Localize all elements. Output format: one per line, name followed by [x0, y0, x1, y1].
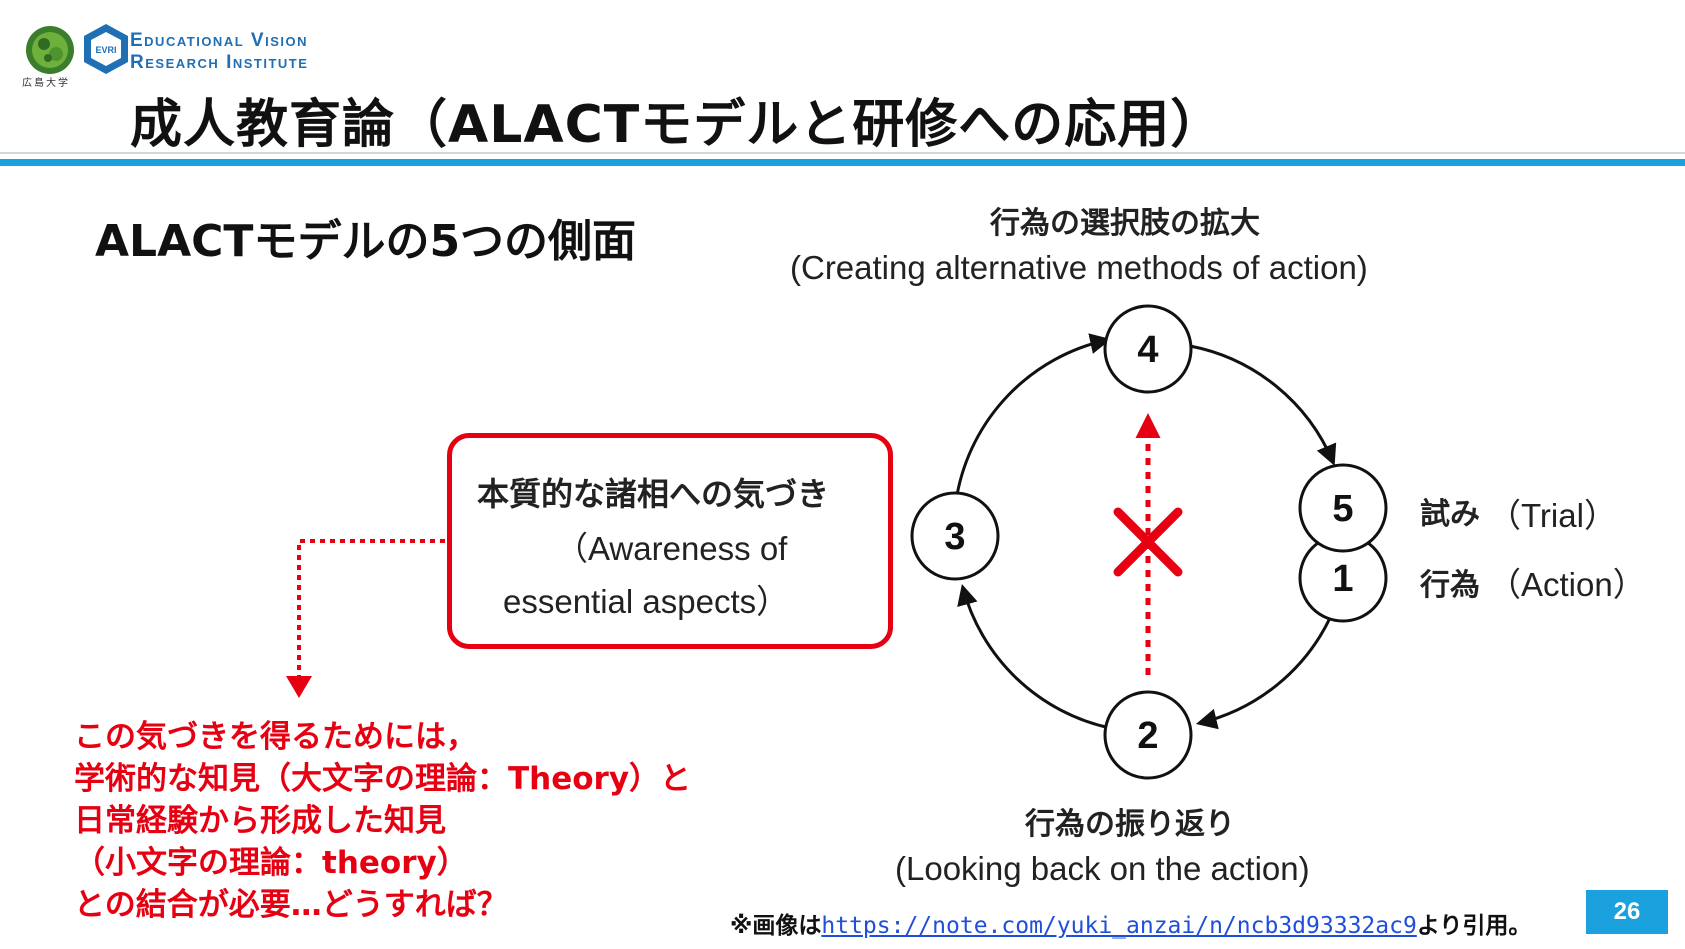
citation-suffix: より引用。: [1416, 913, 1532, 939]
node-5-number: 5: [1332, 488, 1353, 530]
node-3: 3: [910, 491, 1000, 581]
node-4-number: 4: [1137, 329, 1158, 371]
awareness-label-en-line2: essential aspects）: [503, 583, 790, 620]
awareness-box: [447, 433, 893, 649]
institute-name: Educational Vision Research Institute: [130, 30, 308, 74]
note-line-1: この気づきを得るためには，: [74, 719, 477, 755]
arc-3-to-4: [955, 333, 1112, 496]
node-4-label-en: (Creating alternative methods of action): [790, 249, 1368, 286]
node-5-label-jp: 試み: [1420, 497, 1480, 532]
cross-mark-icon: [1113, 507, 1183, 577]
node-1-label-en: （Action）: [1488, 566, 1646, 603]
note-line-4: （小文字の理論：theory）: [74, 845, 468, 881]
node-1-label-jp: 行為: [1420, 568, 1480, 603]
node-2-label-jp: 行為の振り返り: [1025, 807, 1235, 842]
header-divider-thick: [0, 159, 1685, 166]
header-divider-thin: [0, 152, 1685, 154]
evri-hexagon-logo-icon: EVRI: [84, 24, 128, 74]
university-emblem-icon: [26, 26, 74, 74]
arc-1-to-2: [1195, 617, 1332, 730]
node-4: 4: [1103, 304, 1193, 394]
node-2: 2: [1103, 690, 1193, 780]
logo-badge-text: EVRI: [95, 45, 116, 55]
node-3-number: 3: [944, 516, 965, 558]
logo-area: EVRI: [24, 20, 404, 90]
section-subtitle: ALACTモデルの5つの側面: [95, 216, 637, 267]
page-title: 成人教育論（ALACTモデルと研修への応用）: [130, 95, 1224, 155]
page-number-badge: 26: [1586, 890, 1668, 934]
note-line-5: との結合が必要…どうすれば？: [74, 887, 508, 923]
node-2-number: 2: [1137, 715, 1158, 757]
node-2-label-en: (Looking back on the action): [895, 850, 1310, 887]
red-connector-arrowhead-icon: [286, 676, 312, 698]
node-4-label-jp: 行為の選択肢の拡大: [990, 206, 1260, 241]
arc-2-to-3: [957, 583, 1111, 730]
citation-prefix: ※画像は: [730, 913, 822, 939]
red-note: この気づきを得るためには， 学術的な知見（大文字の理論：Theory）と 日常経…: [74, 716, 691, 926]
node-5-label-en: （Trial）: [1488, 497, 1617, 534]
node-5: 5: [1298, 463, 1388, 553]
citation: ※画像はhttps://note.com/yuki_anzai/n/ncb3d9…: [730, 906, 1531, 940]
note-line-3: 日常経験から形成した知見: [74, 803, 446, 839]
awareness-label-en-line1: （Awareness of: [555, 530, 788, 567]
arc-4-to-5: [1189, 344, 1337, 466]
university-name: 広島大学: [22, 78, 70, 89]
red-dotted-connector: [297, 539, 445, 680]
institute-line2: Research Institute: [130, 52, 309, 73]
institute-line1: Educational Vision: [130, 30, 308, 51]
citation-link[interactable]: https://note.com/yuki_anzai/n/ncb3d93332…: [821, 913, 1417, 939]
logo-graphics: EVRI: [26, 24, 128, 74]
awareness-label-jp: 本質的な諸相への気づき: [477, 475, 830, 513]
note-line-2: 学術的な知見（大文字の理論：Theory）と: [74, 761, 692, 797]
node-1-number: 1: [1332, 558, 1353, 600]
